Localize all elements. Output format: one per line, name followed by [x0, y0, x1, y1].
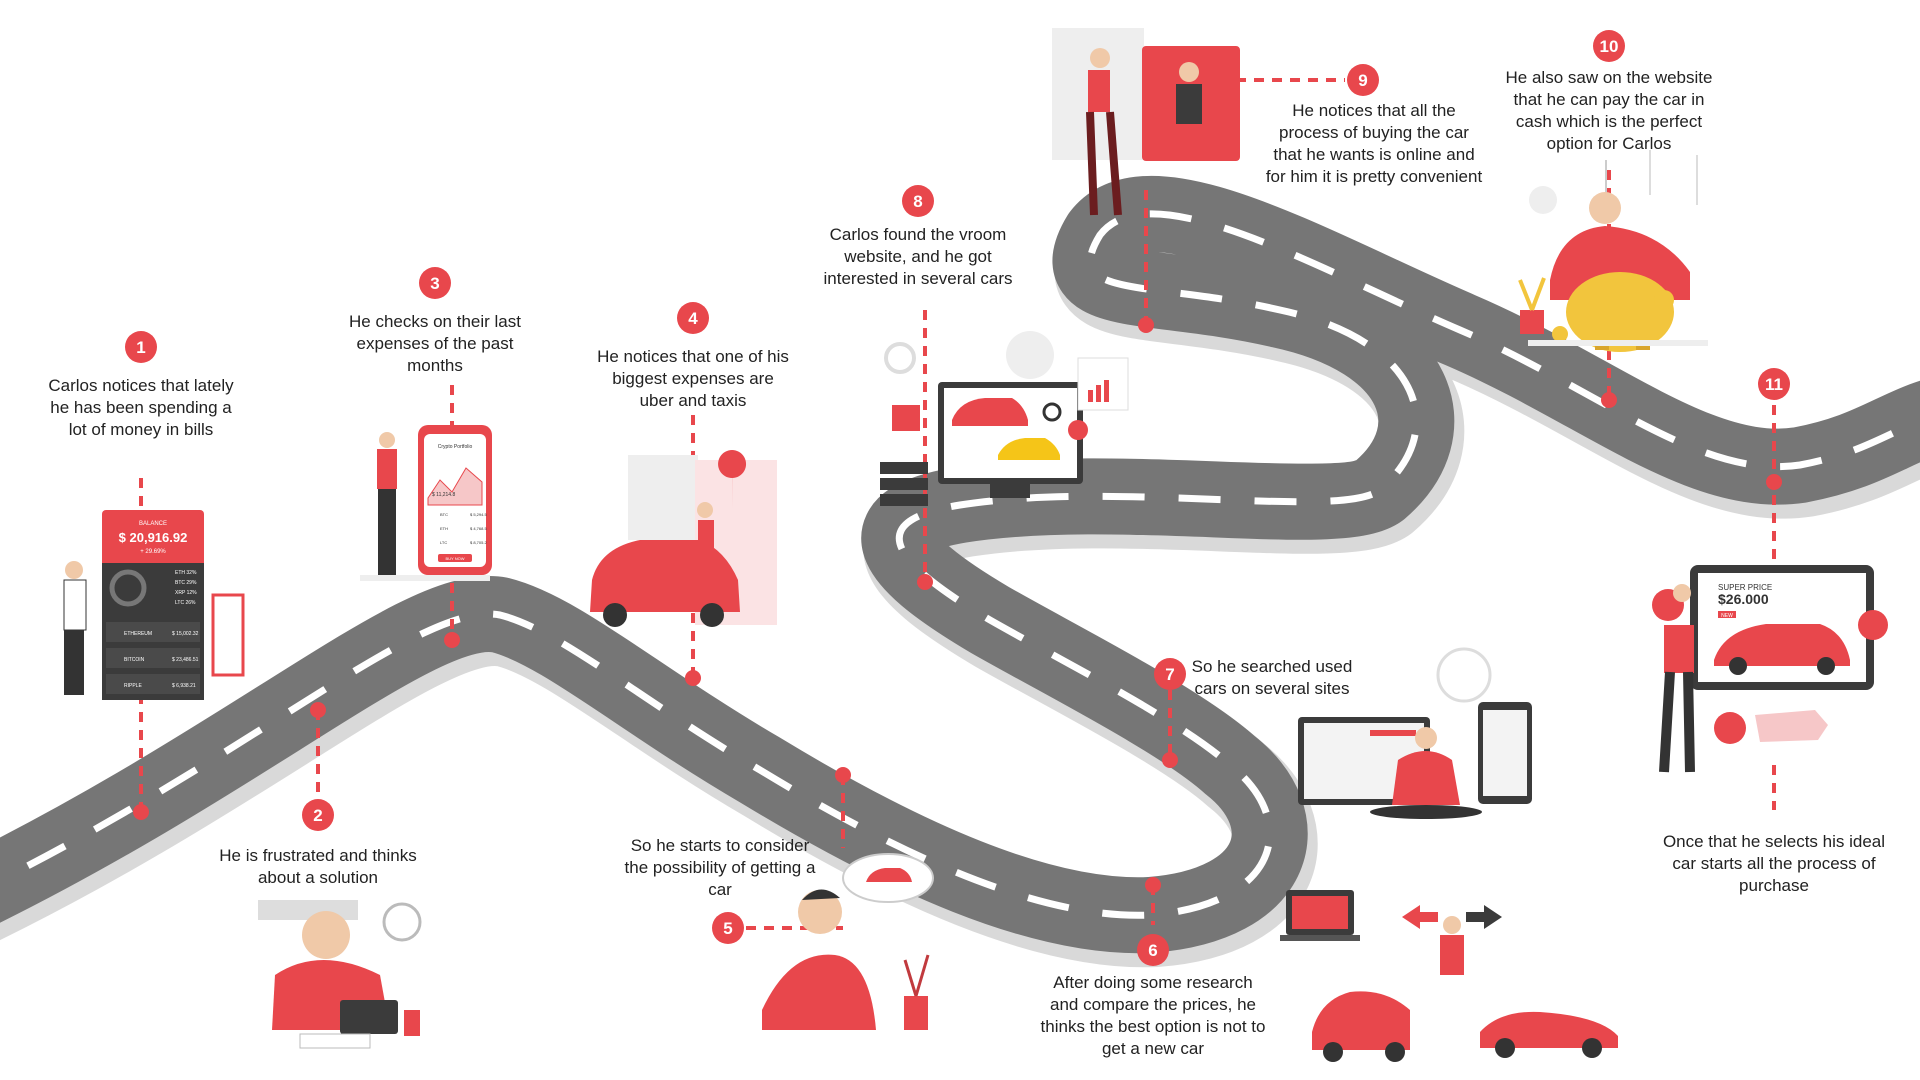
phone-buy-button: BUY NOW [445, 556, 464, 561]
road-dot-11 [1766, 474, 1782, 490]
phone-row-value: $ 8,705.2 [470, 540, 487, 545]
illustration-piggy-bank [1518, 150, 1708, 352]
road-dot-1 [133, 804, 149, 820]
road-dot-4 [685, 670, 701, 686]
road-dot-2 [310, 702, 326, 718]
road-dot-5 [835, 767, 851, 783]
badge-2: 2 [302, 799, 334, 831]
illustration-wallet-app: BALANCE $ 20,916.92 + 29.69% ETH 32% BTC… [63, 510, 245, 700]
phone-row-name: BTC [440, 512, 448, 517]
illustration-research-cars [1280, 890, 1618, 1062]
step-5-text: So he starts to consider the possibility… [624, 836, 816, 899]
phone-row-value: $ 4,768.5 [470, 526, 487, 531]
wallet-row-name: RIPPLE [124, 683, 142, 689]
wallet-legend-eth: ETH 32% [175, 570, 197, 576]
badge-number-7: 7 [1165, 665, 1174, 684]
tablet-price-label: SUPER PRICE [1718, 583, 1772, 592]
badge-number-9: 9 [1358, 71, 1367, 90]
wallet-row-name: ETHEREUM [124, 631, 152, 637]
wallet-balance-label: BALANCE [139, 521, 167, 527]
badge-7: 7 [1154, 658, 1186, 690]
road-dot-9 [1138, 317, 1154, 333]
road-center-dashes [0, 210, 1920, 919]
badge-9: 9 [1347, 64, 1379, 96]
wallet-balance: $ 20,916.92 [119, 530, 188, 545]
illustration-thinking-man [762, 853, 934, 1030]
badge-11: 11 [1758, 368, 1790, 400]
wallet-change: + 29.69% [140, 549, 166, 555]
road-dot-6 [1145, 877, 1161, 893]
badge-10: 10 [1593, 30, 1625, 62]
wallet-legend-btc: BTC 29% [175, 580, 197, 586]
badge-number-5: 5 [723, 919, 732, 938]
winding-road [0, 175, 1920, 968]
badge-1: 1 [125, 331, 157, 363]
step-1-text: Carlos notices that lately he has been s… [48, 376, 234, 439]
step-6-text: After doing some research and compare th… [1040, 973, 1266, 1058]
road-dot-3 [444, 632, 460, 648]
road-dot-8 [917, 574, 933, 590]
tablet-new-badge: NEW [1721, 613, 1733, 619]
wallet-legend-xrp: XRP 12% [175, 590, 197, 596]
badge-number-4: 4 [688, 309, 698, 328]
wallet-row-name: BITCOIN [124, 657, 145, 663]
badge-number-6: 6 [1148, 941, 1157, 960]
badge-8: 8 [902, 185, 934, 217]
badge-number-2: 2 [313, 806, 322, 825]
road-dot-10 [1601, 392, 1617, 408]
badge-3: 3 [419, 267, 451, 299]
badge-5: 5 [712, 912, 744, 944]
badge-4: 4 [677, 302, 709, 334]
illustration-expense-phone: Crypto Portfolio $ 11,214.8 BTC $ 5,294.… [360, 425, 492, 581]
badge-number-8: 8 [913, 192, 922, 211]
step-11-text: Once that he selects his ideal car start… [1662, 832, 1886, 895]
step-8-text: Carlos found the vroom website, and he g… [823, 225, 1013, 288]
road-dots [133, 317, 1782, 893]
phone-row-name: ETH [440, 526, 448, 531]
phone-balance: $ 11,214.8 [432, 492, 455, 498]
step-badges: 1 2 3 4 5 6 7 8 9 10 11 [125, 30, 1790, 966]
tablet-price: $26.000 [1718, 591, 1769, 607]
wallet-row-value: $ 6,938.21 [172, 683, 196, 689]
illustration-online-process [1052, 28, 1240, 216]
illustration-frustrated-man [258, 900, 422, 1049]
badge-number-3: 3 [430, 274, 439, 293]
step-3-text: He checks on their last expenses of the … [349, 312, 521, 375]
step-4-text: He notices that one of his biggest expen… [597, 347, 789, 410]
wallet-row-value: $ 15,002.32 [172, 631, 199, 637]
step-10-text: He also saw on the website that he can p… [1505, 68, 1713, 153]
step-7-text: So he searched used cars on several site… [1191, 657, 1353, 698]
step-9-text: He notices that all the process of buyin… [1265, 101, 1483, 186]
illustration-vroom-website [880, 331, 1129, 506]
phone-title: Crypto Portfolio [438, 444, 473, 450]
phone-row-name: LTC [440, 540, 447, 545]
badge-number-1: 1 [136, 338, 145, 357]
step-2-text: He is frustrated and thinks about a solu… [219, 846, 417, 887]
badge-number-10: 10 [1600, 37, 1619, 56]
illustration-car-map [590, 450, 777, 627]
phone-row-value: $ 5,294.5 [470, 512, 487, 517]
illustration-price-tablet: SUPER PRICE $26.000 NEW [1652, 565, 1888, 773]
wallet-legend-ltc: LTC 26% [175, 600, 196, 606]
badge-6: 6 [1137, 934, 1169, 966]
road-dot-7 [1162, 752, 1178, 768]
wallet-row-value: $ 23,486.51 [172, 657, 199, 663]
illustration-used-car-sites [1298, 647, 1532, 819]
badge-number-11: 11 [1765, 375, 1783, 394]
